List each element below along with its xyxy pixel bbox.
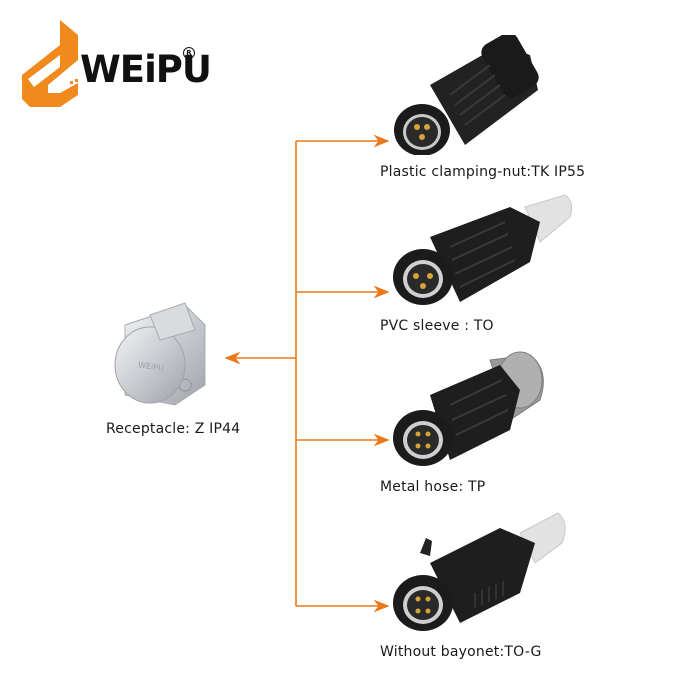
plug-clamping-nut-icon [394,35,539,155]
target-label-2: PVC sleeve : TO [380,318,494,334]
target-label-3: Metal hose: TP [380,479,486,495]
plug-without-bayonet-icon [393,512,566,631]
svg-text:WEiPU: WEiPU [138,360,165,373]
target-label-1: Plastic clamping-nut:TK IP55 [380,164,586,180]
receptacle-label: Receptacle: Z IP44 [106,421,241,437]
plug-metal-hose-icon [393,351,544,466]
registered-mark: R [183,47,195,59]
weipu-logo-mark-icon [22,20,78,107]
receptacle-socket-icon: WEiPU [114,302,206,406]
plug-pvc-sleeve-icon [393,194,573,305]
target-label-4: Without bayonet:TO-G [380,644,542,660]
